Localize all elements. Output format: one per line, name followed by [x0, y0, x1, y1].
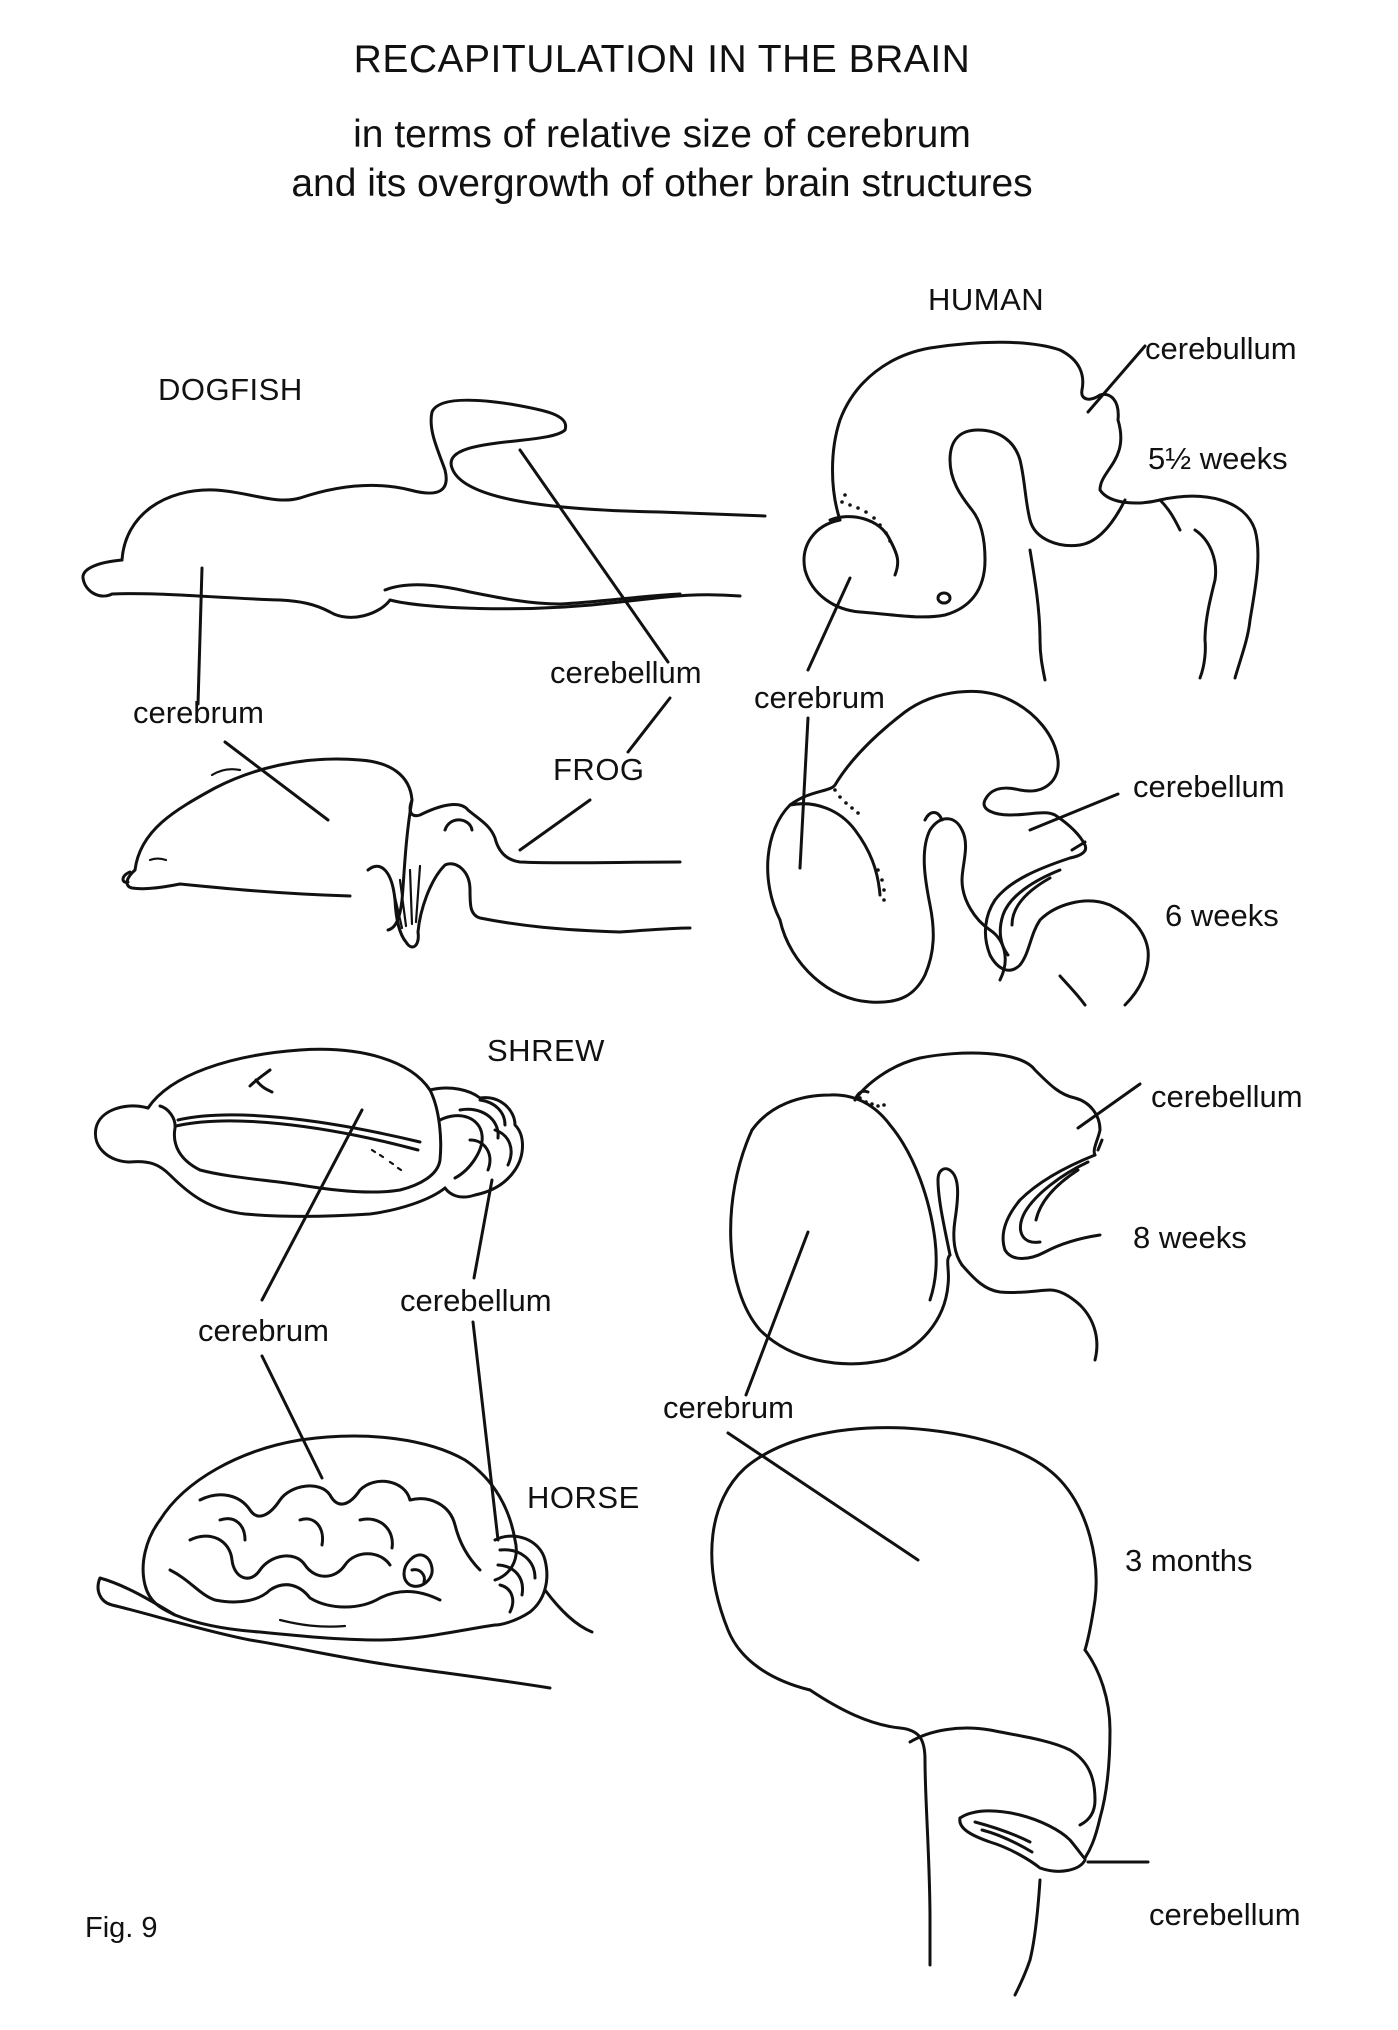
- human-6-weeks-brain: [766, 689, 1150, 1007]
- stage-label-3-months: 3 months: [1125, 1543, 1253, 1578]
- label-cerebrum-shrew-horse: cerebrum: [198, 1313, 329, 1348]
- figure-subtitle-line-1: in terms of relative size of cerebrum: [353, 113, 971, 156]
- species-label-human: HUMAN: [928, 282, 1045, 317]
- figure-title: RECAPITULATION IN THE BRAIN: [353, 38, 971, 81]
- species-label-dogfish: DOGFISH: [158, 372, 303, 407]
- shrew-brain: [93, 1047, 524, 1302]
- human-8-weeks-brain: [729, 1051, 1142, 1397]
- figure-number: Fig. 9: [85, 1912, 158, 1944]
- stage-label-8-weeks: 8 weeks: [1133, 1220, 1247, 1255]
- label-cerebrum-human-upper: cerebrum: [754, 680, 885, 715]
- label-cerebellum-human-8-weeks: cerebellum: [1151, 1079, 1303, 1114]
- label-cerebellum-shrew-horse: cerebellum: [400, 1283, 552, 1318]
- human-3-months-brain: [710, 1426, 1150, 1997]
- label-cerebellum-human-5-5-weeks: cerebullum: [1145, 331, 1297, 366]
- dogfish-brain: [81, 398, 767, 706]
- frog-brain: [121, 696, 692, 949]
- species-label-frog: FROG: [553, 752, 645, 787]
- stage-label-6-weeks: 6 weeks: [1165, 898, 1279, 933]
- figure-subtitle-line-2: and its overgrowth of other brain struct…: [291, 162, 1033, 205]
- stage-label-5-5-weeks: 5½ weeks: [1148, 441, 1288, 476]
- label-cerebellum-human-6-weeks: cerebellum: [1133, 769, 1285, 804]
- label-cerebrum-human-lower: cerebrum: [663, 1390, 794, 1425]
- label-cerebellum-dogfish-frog: cerebellum: [550, 655, 702, 690]
- human-5-5-weeks-brain: [802, 340, 1260, 682]
- horse-brain: [96, 1320, 594, 1690]
- species-label-shrew: SHREW: [487, 1033, 605, 1068]
- species-label-horse: HORSE: [527, 1480, 640, 1515]
- label-cerebellum-human-3-months: cerebellum: [1149, 1897, 1301, 1932]
